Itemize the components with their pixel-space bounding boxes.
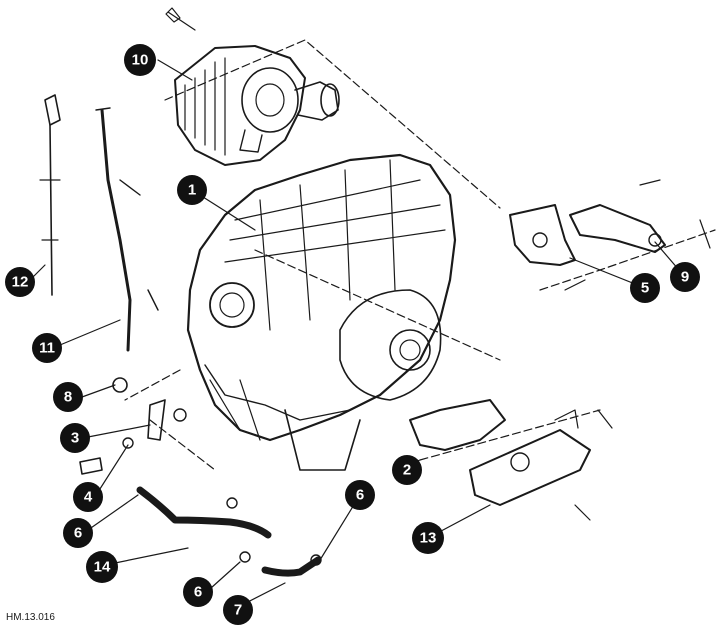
- callout-4: 4: [73, 482, 103, 512]
- svg-text:14: 14: [94, 559, 111, 576]
- callout-3: 3: [60, 423, 90, 453]
- svg-text:10: 10: [132, 52, 149, 69]
- hose-drawing: [136, 486, 322, 577]
- callout-13: 13: [412, 522, 444, 554]
- rear-mount-drawing: [409, 399, 613, 521]
- callout-10: 10: [124, 44, 156, 76]
- svg-text:6: 6: [194, 584, 202, 601]
- svg-text:11: 11: [39, 340, 55, 357]
- callout-1: 1: [177, 175, 207, 205]
- callout-12: 12: [5, 267, 35, 297]
- callout-11: 11: [32, 333, 62, 363]
- svg-text:8: 8: [64, 389, 72, 406]
- leader-lines: [27, 59, 686, 608]
- svg-text:1: 1: [188, 182, 196, 199]
- callout-6b: 6: [63, 518, 93, 548]
- callout-14: 14: [86, 551, 118, 583]
- dipstick-tube-drawing: [95, 107, 159, 352]
- transmission-drawing: [186, 153, 457, 471]
- alternator-drawing: [165, 7, 340, 166]
- callout-5: 5: [630, 273, 660, 303]
- callout-2: 2: [392, 455, 422, 485]
- svg-text:5: 5: [641, 280, 649, 297]
- svg-text:6: 6: [356, 487, 364, 504]
- callout-8: 8: [53, 382, 83, 412]
- svg-text:12: 12: [12, 274, 29, 291]
- callouts: 1 2 3 4 5 6 6 6 7 8 9 10 11 12 13 14: [5, 44, 700, 625]
- bracket-hardware-drawing: [79, 377, 187, 475]
- svg-text:7: 7: [234, 602, 242, 619]
- svg-text:6: 6: [74, 525, 82, 542]
- dipstick-drawing: [39, 94, 61, 296]
- svg-text:9: 9: [681, 269, 689, 286]
- assembly-lines: [124, 39, 716, 471]
- svg-text:3: 3: [71, 430, 79, 447]
- svg-text:2: 2: [403, 462, 411, 479]
- svg-text:4: 4: [84, 489, 93, 506]
- callout-7: 7: [223, 595, 253, 625]
- svg-text:13: 13: [420, 530, 437, 547]
- callout-9: 9: [670, 262, 700, 292]
- callout-6a: 6: [345, 480, 375, 510]
- callout-6c: 6: [183, 577, 213, 607]
- figure-code: HM.13.016: [6, 612, 55, 623]
